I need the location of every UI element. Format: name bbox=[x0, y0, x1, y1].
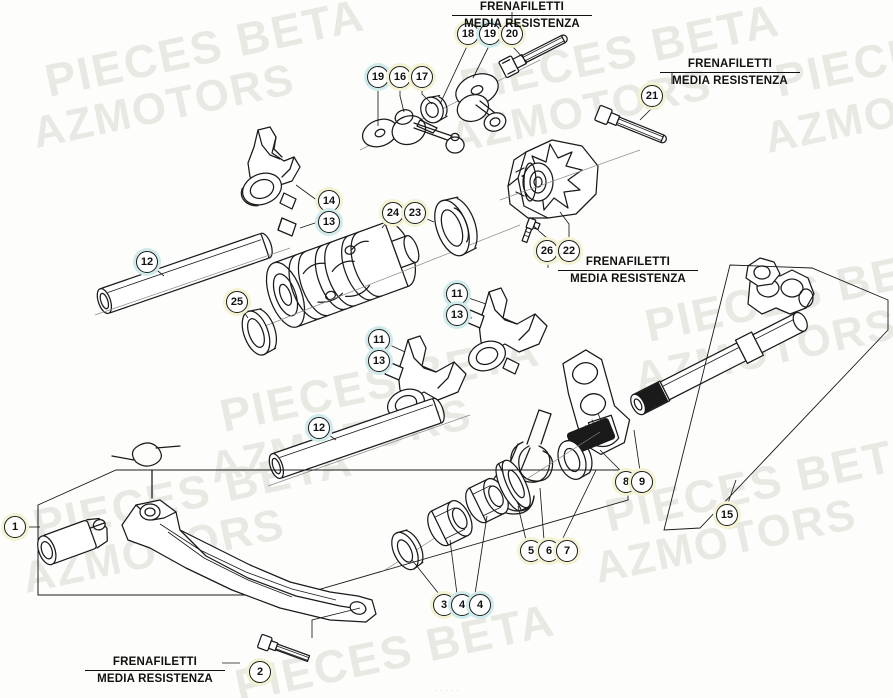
callout-bubble-18[interactable]: 18 bbox=[457, 23, 479, 45]
note-top-center: FRENAFILETTI MEDIA RESISTENZA bbox=[452, 0, 592, 32]
footer-caption-strip: · · · · · bbox=[0, 688, 893, 698]
note-line-2: MEDIA RESISTENZA bbox=[97, 673, 213, 686]
callout-bubble-22[interactable]: 22 bbox=[558, 240, 580, 262]
callout-bubble-4[interactable]: 4 bbox=[469, 594, 491, 616]
callout-bubble-19[interactable]: 19 bbox=[479, 23, 501, 45]
callout-bubble-19[interactable]: 19 bbox=[367, 66, 389, 88]
callout-bubble-9[interactable]: 9 bbox=[631, 471, 653, 493]
callout-bubble-23[interactable]: 23 bbox=[404, 202, 426, 224]
callout-bubble-1[interactable]: 1 bbox=[4, 516, 26, 538]
callout-bubble-15[interactable]: 15 bbox=[716, 504, 738, 526]
note-line-1: FRENAFILETTI bbox=[558, 255, 698, 272]
note-mid-right: FRENAFILETTI MEDIA RESISTENZA bbox=[558, 255, 698, 287]
callout-bubble-16[interactable]: 16 bbox=[389, 66, 411, 88]
note-line-1: FRENAFILETTI bbox=[85, 655, 225, 672]
callout-bubble-24[interactable]: 24 bbox=[382, 202, 404, 224]
callout-bubble-11[interactable]: 11 bbox=[368, 329, 390, 351]
footer-caption: · · · · · bbox=[434, 688, 459, 695]
callout-bubble-13[interactable]: 13 bbox=[318, 211, 340, 233]
callout-bubble-26[interactable]: 26 bbox=[536, 240, 558, 262]
callout-bubble-17[interactable]: 17 bbox=[411, 66, 433, 88]
note-top-right: FRENAFILETTI MEDIA RESISTENZA bbox=[660, 57, 800, 89]
note-line-1: FRENAFILETTI bbox=[660, 57, 800, 74]
callout-bubble-13[interactable]: 13 bbox=[446, 304, 468, 326]
callout-bubble-13[interactable]: 13 bbox=[368, 350, 390, 372]
callout-bubble-12[interactable]: 12 bbox=[136, 251, 158, 273]
callout-bubble-12[interactable]: 12 bbox=[308, 417, 330, 439]
note-bottom-left: FRENAFILETTI MEDIA RESISTENZA bbox=[85, 655, 225, 687]
note-line-2: MEDIA RESISTENZA bbox=[672, 75, 788, 88]
callout-bubble-20[interactable]: 20 bbox=[501, 23, 523, 45]
callout-bubble-21[interactable]: 21 bbox=[641, 85, 663, 107]
note-line-2: MEDIA RESISTENZA bbox=[570, 273, 686, 286]
note-line-2: MEDIA RESISTENZA bbox=[464, 18, 580, 31]
callout-bubble-7[interactable]: 7 bbox=[556, 540, 578, 562]
note-line-1: FRENAFILETTI bbox=[452, 0, 592, 17]
callout-bubble-11[interactable]: 11 bbox=[446, 283, 468, 305]
callout-bubble-2[interactable]: 2 bbox=[249, 661, 271, 683]
callout-bubble-25[interactable]: 25 bbox=[226, 291, 248, 313]
callout-bubble-14[interactable]: 14 bbox=[318, 190, 340, 212]
